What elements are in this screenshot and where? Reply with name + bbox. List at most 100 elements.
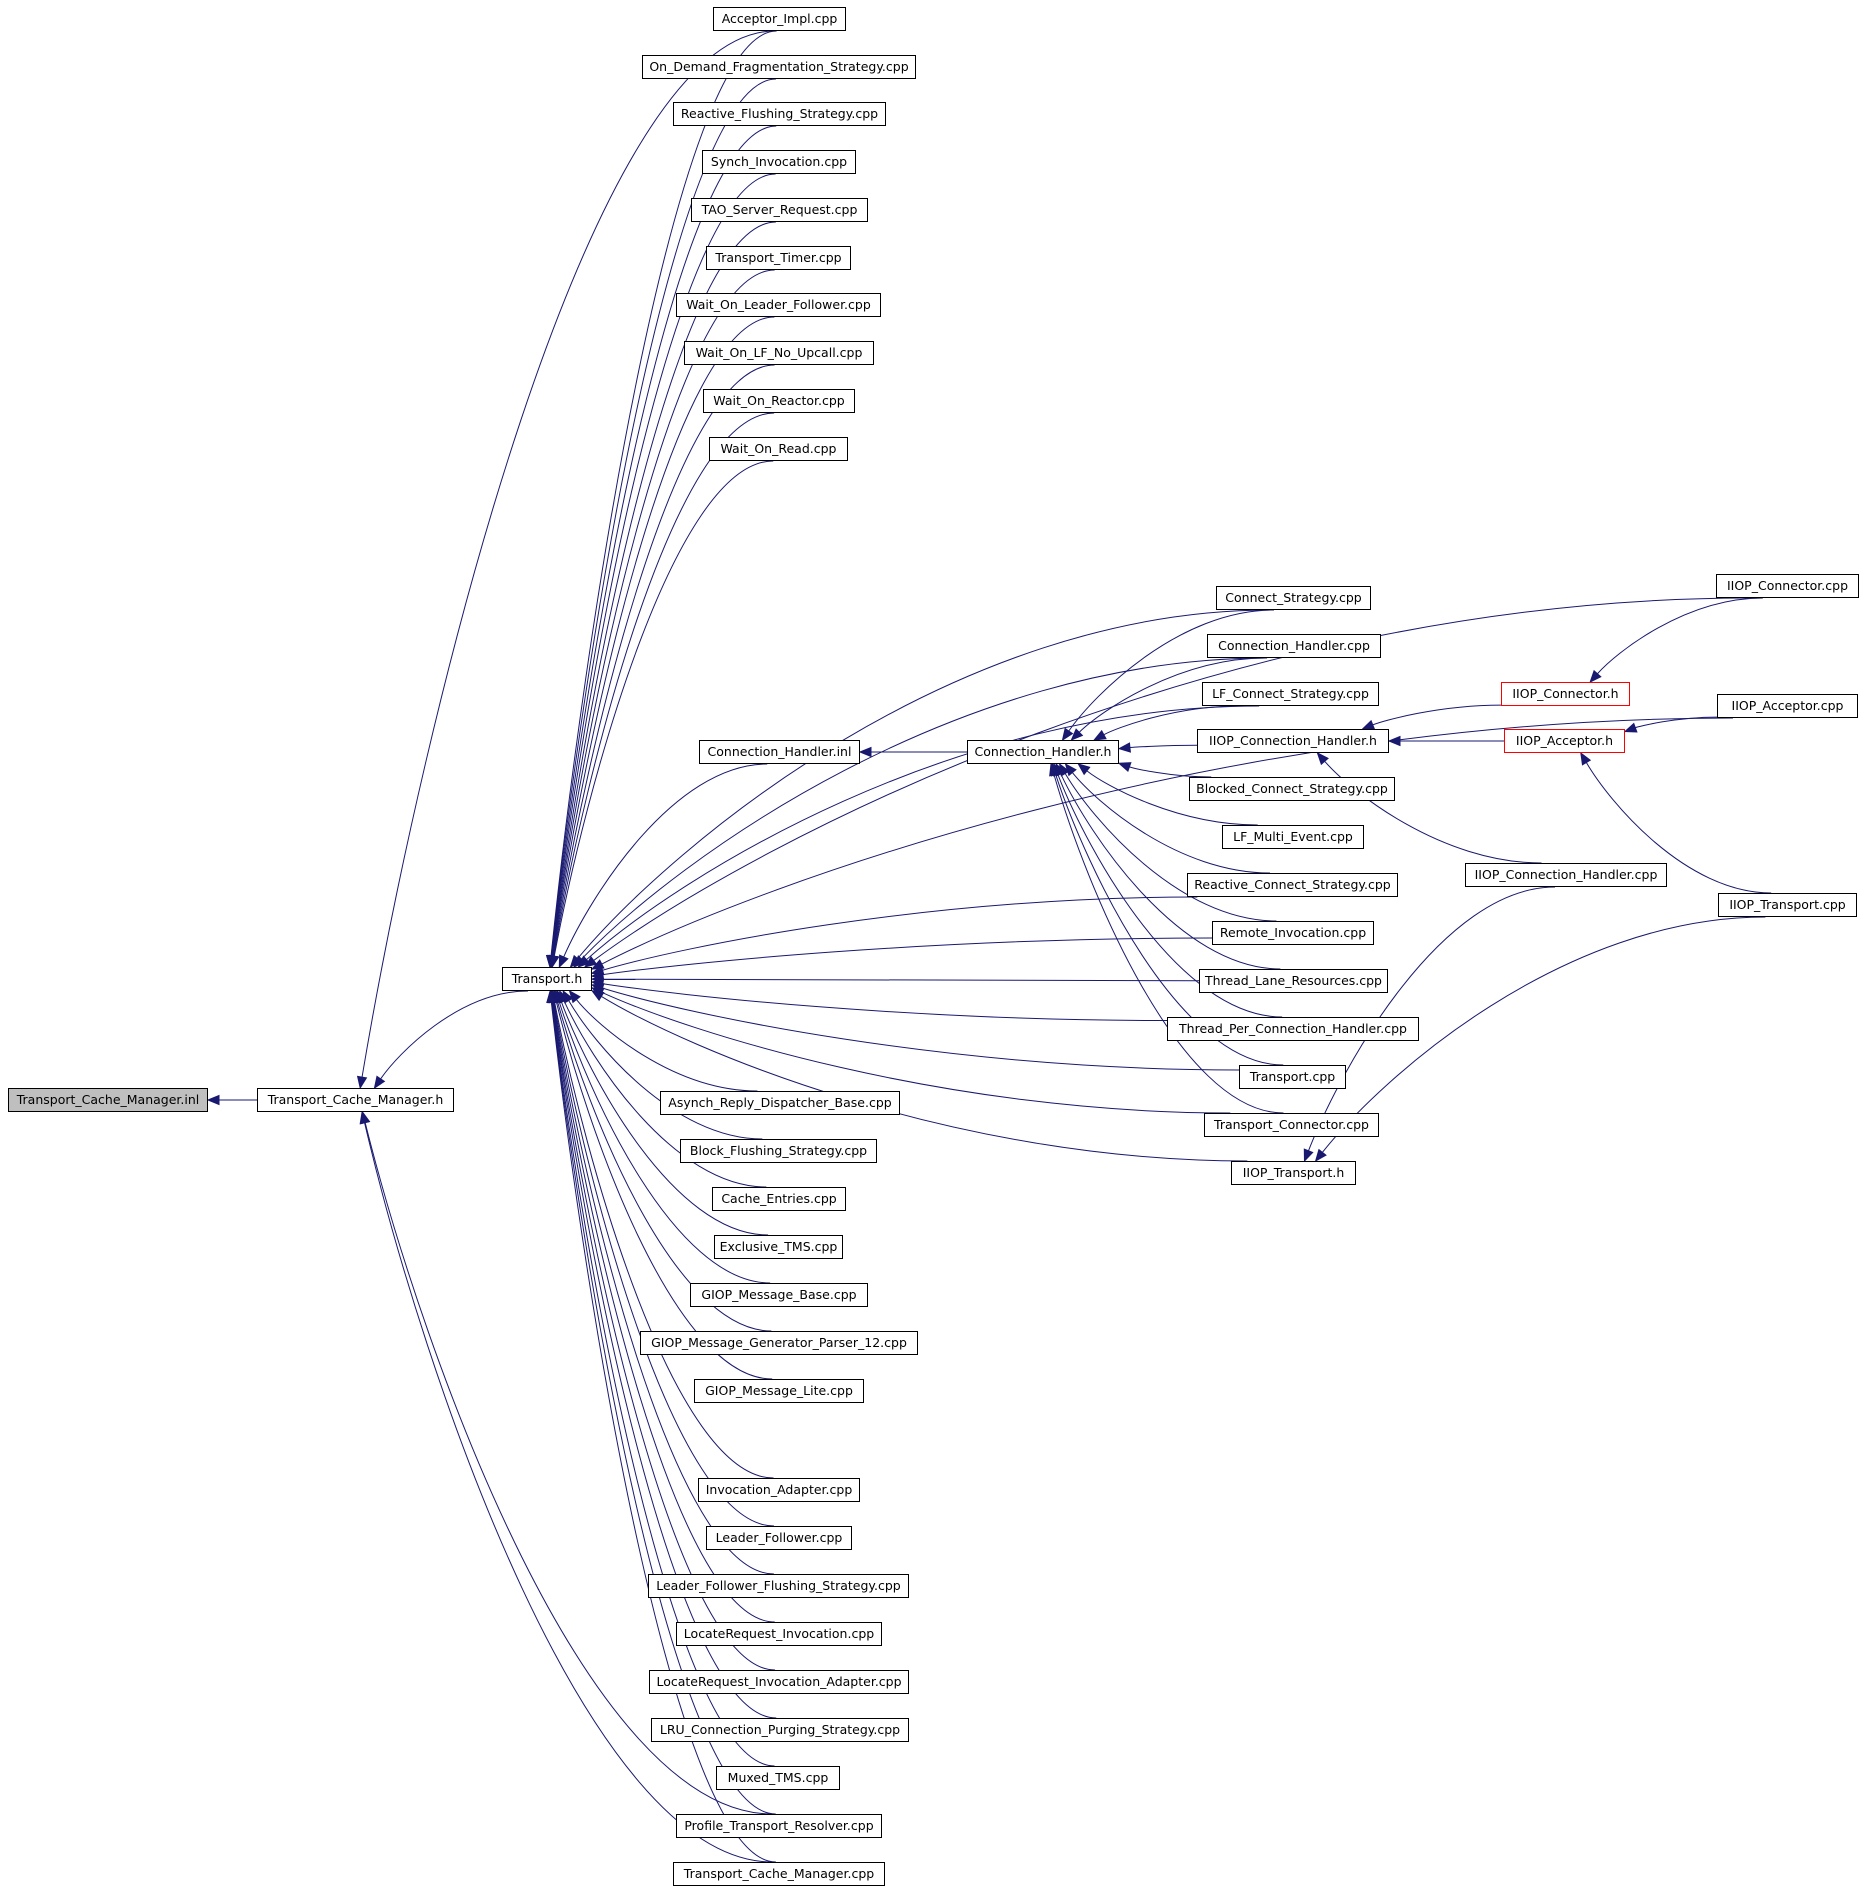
edge-tpch-to-ch_h — [1057, 774, 1283, 1018]
node-wait-on-leader-follower-cpp[interactable]: Wait_On_Leader_Follower.cpp — [676, 293, 881, 317]
node-exclusive-tms-cpp[interactable]: Exclusive_TMS.cpp — [714, 1235, 843, 1259]
node-profile-transport-resolver-cpp[interactable]: Profile_Transport_Resolver.cpp — [676, 1814, 882, 1838]
edge-bcs-to-ch_h — [1129, 766, 1212, 778]
edge-tlr-to-transport_h — [602, 978, 1200, 982]
edge-iiop_conn_h-to-iiop_ch_h — [1372, 704, 1502, 726]
arrowhead-iiop_tr_h-to-transport_h — [590, 990, 605, 1002]
edge-cache_entries-to-transport_h — [563, 1000, 767, 1188]
arrowhead-iiop_ch_h-to-ch_h — [1117, 742, 1131, 753]
node-transport-cache-manager-h[interactable]: Transport_Cache_Manager.h — [257, 1088, 454, 1112]
edge-iiop_tr_cpp-to-iiop_acc_h — [1585, 762, 1772, 894]
edge-connect_strategy-to-transport_h — [577, 609, 1270, 959]
node-wait-on-reactor-cpp[interactable]: Wait_On_Reactor.cpp — [703, 389, 855, 413]
edge-t_connector-to-ch_h — [1053, 774, 1284, 1114]
edge-worr-to-transport_h — [553, 460, 774, 957]
edge-inv_adapter-to-transport_h — [554, 1001, 774, 1479]
edge-remote_inv-to-ch_h — [1064, 773, 1277, 922]
edge-lr_inv-to-transport_h — [552, 1001, 775, 1623]
node-reactive-connect-strategy-cpp[interactable]: Reactive_Connect_Strategy.cpp — [1187, 873, 1398, 897]
node-reactive-flushing-strategy-cpp[interactable]: Reactive_Flushing_Strategy.cpp — [673, 102, 886, 126]
node-locaterequest-invocation-adapter-cpp[interactable]: LocateRequest_Invocation_Adapter.cpp — [649, 1670, 909, 1694]
arrowhead-iiop_tr_cpp-to-iiop_acc_h — [1580, 751, 1592, 766]
node-leader-follower-cpp[interactable]: Leader_Follower.cpp — [706, 1526, 852, 1550]
node-giop-message-generator-parser-12-cpp[interactable]: GIOP_Message_Generator_Parser_12.cpp — [640, 1331, 918, 1355]
arrowhead-tcm_h-to-tcm_inl — [206, 1094, 220, 1106]
node-connection-handler-h[interactable]: Connection_Handler.h — [967, 740, 1119, 764]
edge-iiop_ch_cpp-to-iiop_ch_h — [1324, 760, 1542, 864]
node-transport-cache-manager-cpp[interactable]: Transport_Cache_Manager.cpp — [673, 1862, 885, 1886]
node-iiop-acceptor-cpp[interactable]: IIOP_Acceptor.cpp — [1717, 694, 1858, 718]
arrowhead-iiop_acc_cpp-to-iiop_acc_h — [1623, 722, 1638, 733]
node-transport-cpp[interactable]: Transport.cpp — [1239, 1065, 1346, 1089]
edge-giop_ml-to-transport_h — [555, 1001, 773, 1380]
edge-iiop_acc_cpp-to-transport_h — [601, 717, 1733, 965]
edge-ch_inl-to-transport_h — [563, 763, 768, 958]
edge-iiop_tr_h-to-transport_h — [601, 995, 1248, 1162]
edge-excl_tms-to-transport_h — [560, 1001, 769, 1236]
node-invocation-adapter-cpp[interactable]: Invocation_Adapter.cpp — [698, 1478, 860, 1502]
node-giop-message-base-cpp[interactable]: GIOP_Message_Base.cpp — [690, 1283, 868, 1307]
node-iiop-connector-h[interactable]: IIOP_Connector.h — [1501, 682, 1630, 706]
edge-wor-to-transport_h — [553, 412, 775, 957]
arrowhead-iiop_ch_cpp-to-iiop_tr_h — [1303, 1148, 1314, 1163]
arrowhead-iiop_tr_cpp-to-iiop_tr_h — [1314, 1148, 1327, 1163]
node-transport-cache-manager-inl: Transport_Cache_Manager.inl — [8, 1088, 208, 1112]
node-blocked-connect-strategy-cpp[interactable]: Blocked_Connect_Strategy.cpp — [1189, 777, 1395, 801]
node-lru-connection-purging-strategy-cpp[interactable]: LRU_Connection_Purging_Strategy.cpp — [651, 1718, 909, 1742]
edge-iiop_conn_cpp-to-transport_h — [593, 597, 1750, 961]
edge-iiop_conn_cpp-to-iiop_conn_h — [1597, 597, 1763, 675]
node-transport-timer-cpp[interactable]: Transport_Timer.cpp — [706, 246, 851, 270]
edge-tpch-to-transport_h — [602, 983, 1168, 1022]
edge-transport_cpp-to-ch_h — [1055, 774, 1284, 1066]
edge-giop_mb-to-transport_h — [558, 1001, 771, 1284]
edge-remote_inv-to-transport_h — [602, 937, 1213, 976]
edge-acceptor_impl-to-tcm_h — [361, 30, 775, 1078]
node-synch-invocation-cpp[interactable]: Synch_Invocation.cpp — [702, 150, 856, 174]
arrowhead-worr-to-transport_h — [549, 954, 560, 969]
node-connection-handler-inl[interactable]: Connection_Handler.inl — [699, 740, 860, 764]
node-block-flushing-strategy-cpp[interactable]: Block_Flushing_Strategy.cpp — [680, 1139, 877, 1163]
node-acceptor-impl-cpp[interactable]: Acceptor_Impl.cpp — [713, 7, 846, 31]
edge-ch_cpp-to-transport_h — [581, 657, 1268, 960]
node-lf-multi-event-cpp[interactable]: LF_Multi_Event.cpp — [1222, 825, 1364, 849]
edge-wolfnu-to-transport_h — [552, 364, 775, 957]
node-iiop-transport-h[interactable]: IIOP_Transport.h — [1231, 1161, 1356, 1185]
node-giop-message-lite-cpp[interactable]: GIOP_Message_Lite.cpp — [694, 1379, 864, 1403]
edge-transport_h-to-tcm_h — [380, 990, 529, 1080]
edge-lffs-to-transport_h — [552, 1001, 774, 1575]
arrowhead-iiop_conn_h-to-iiop_ch_h — [1361, 719, 1376, 730]
node-iiop-connection-handler-cpp[interactable]: IIOP_Connection_Handler.cpp — [1465, 863, 1667, 887]
node-lf-connect-strategy-cpp[interactable]: LF_Connect_Strategy.cpp — [1202, 682, 1379, 706]
arrowhead-connect_strategy-to-ch_h — [1061, 727, 1074, 742]
node-connection-handler-cpp[interactable]: Connection_Handler.cpp — [1207, 634, 1381, 658]
node-asynch-reply-dispatcher-base-cpp[interactable]: Asynch_Reply_Dispatcher_Base.cpp — [660, 1091, 900, 1115]
node-transport-connector-cpp[interactable]: Transport_Connector.cpp — [1204, 1113, 1379, 1137]
arrowhead-acceptor_impl-to-tcm_h — [356, 1075, 368, 1090]
node-muxed-tms-cpp[interactable]: Muxed_TMS.cpp — [716, 1766, 840, 1790]
edge-iiop_acc_cpp-to-iiop_acc_h — [1635, 716, 1718, 729]
arrowhead-ch_h-to-ch_inl — [858, 746, 872, 758]
edge-connect_strategy-to-ch_h — [1068, 609, 1274, 732]
node-on-demand-fragmentation-strategy-cpp[interactable]: On_Demand_Fragmentation_Strategy.cpp — [642, 55, 916, 79]
node-wait-on-lf-no-upcall-cpp[interactable]: Wait_On_LF_No_Upcall.cpp — [684, 341, 874, 365]
arrowhead-tcm_cpp-to-tcm_h — [359, 1110, 370, 1125]
edge-rcs-to-ch_h — [1072, 772, 1270, 874]
node-thread-per-connection-handler-cpp[interactable]: Thread_Per_Connection_Handler.cpp — [1167, 1017, 1419, 1041]
node-thread-lane-resources-cpp[interactable]: Thread_Lane_Resources.cpp — [1199, 969, 1388, 993]
edge-iiop_ch_h-to-ch_h — [1129, 744, 1198, 749]
node-iiop-connection-handler-h[interactable]: IIOP_Connection_Handler.h — [1197, 729, 1389, 753]
node-connect-strategy-cpp[interactable]: Connect_Strategy.cpp — [1216, 586, 1371, 610]
node-iiop-transport-cpp[interactable]: IIOP_Transport.cpp — [1718, 893, 1857, 917]
arrowhead-ch_cpp-to-ch_h — [1070, 728, 1084, 741]
node-remote-invocation-cpp[interactable]: Remote_Invocation.cpp — [1212, 921, 1374, 945]
node-cache-entries-cpp[interactable]: Cache_Entries.cpp — [712, 1187, 846, 1211]
node-iiop-connector-cpp[interactable]: IIOP_Connector.cpp — [1716, 574, 1859, 598]
edge-rcs-to-transport_h — [602, 896, 1198, 971]
node-locaterequest-invocation-cpp[interactable]: LocateRequest_Invocation.cpp — [676, 1622, 882, 1646]
node-transport-h[interactable]: Transport.h — [502, 967, 592, 991]
node-wait-on-read-cpp[interactable]: Wait_On_Read.cpp — [709, 437, 848, 461]
node-leader-follower-flushing-strategy-cpp[interactable]: Leader_Follower_Flushing_Strategy.cpp — [648, 1574, 909, 1598]
node-tao-server-request-cpp[interactable]: TAO_Server_Request.cpp — [691, 198, 868, 222]
node-iiop-acceptor-h[interactable]: IIOP_Acceptor.h — [1504, 729, 1625, 753]
